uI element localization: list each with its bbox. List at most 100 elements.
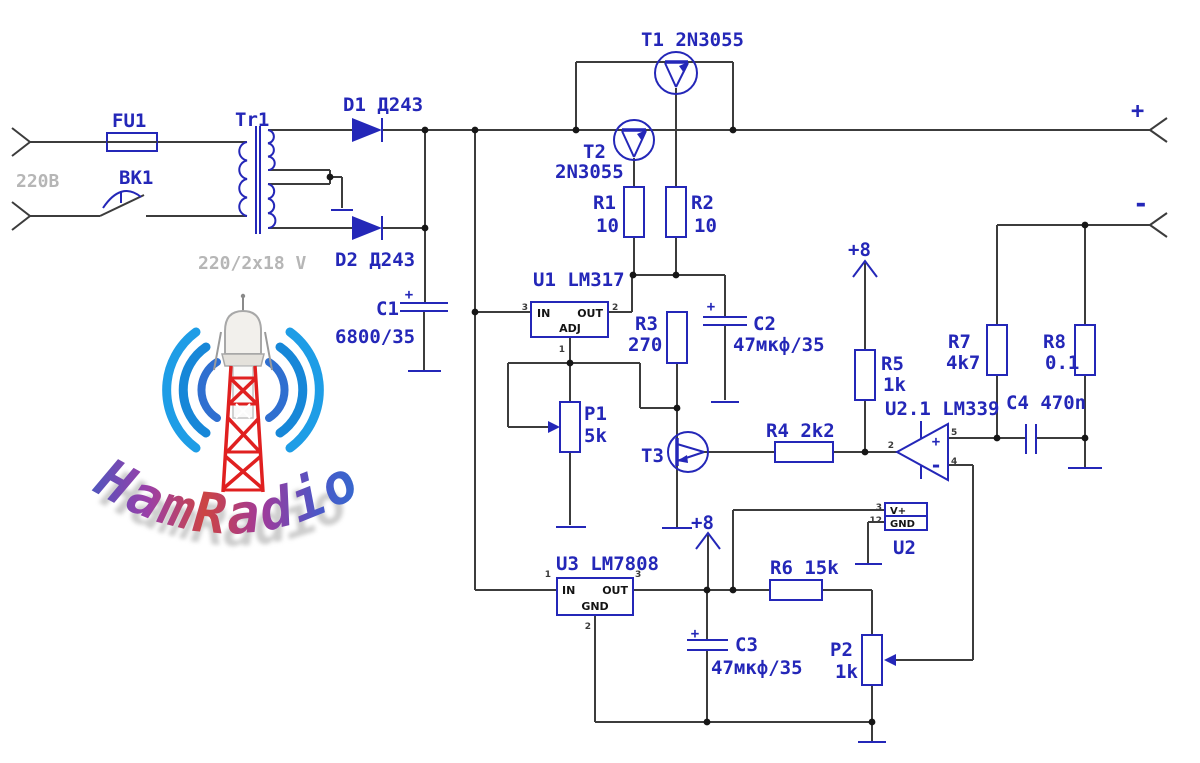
- resistor-body: [1074, 324, 1096, 376]
- signal-arcs-icon: [162, 327, 324, 453]
- transistor-circle: [654, 51, 698, 95]
- resistor-r3: R3 270: [628, 311, 688, 364]
- resistor-body: [769, 579, 823, 601]
- transformer-tr1: Tr1 220В 220/2x18 V: [16, 109, 307, 274]
- power-flag-plus8: +8: [691, 512, 714, 534]
- resistor-label: R6 15k: [770, 557, 839, 579]
- pot-body: [559, 401, 581, 453]
- resistor-label: R1: [593, 192, 616, 214]
- resistor-r6: R6 15k: [769, 557, 839, 601]
- pin-vplus-label: V+: [890, 506, 906, 517]
- cap-polarity: +: [405, 287, 413, 303]
- resistor-body: [986, 324, 1008, 376]
- cap-polarity: +: [691, 626, 699, 642]
- pin-adj-label: ADJ: [559, 322, 581, 335]
- resistor-label: R3: [635, 313, 658, 335]
- pin-number: 3: [635, 570, 641, 580]
- opamp-triangle: [894, 422, 949, 482]
- resistor-value: 10: [694, 215, 717, 237]
- ic-body: [530, 301, 609, 338]
- transistor-label: T2: [583, 141, 606, 163]
- cap-value: 6800/35: [335, 326, 415, 348]
- diode-label: D2 Д243: [335, 249, 415, 271]
- switch-label: BK1: [119, 167, 153, 189]
- pin-number: 2: [612, 303, 618, 313]
- ic-body: [556, 577, 634, 616]
- pot-body: [861, 634, 883, 686]
- output-terminals: + -: [1131, 99, 1149, 219]
- hamradio-logo: HamRadio HamRadio: [85, 293, 368, 558]
- comparator-u21: U2.1 LM339 + - 2 5 4: [885, 398, 999, 482]
- diode-label: D1 Д243: [343, 94, 423, 116]
- resistor-r2: R2 10: [665, 186, 717, 238]
- fuse-label: FU1: [112, 110, 146, 132]
- emitter-arrow: [637, 130, 646, 141]
- noninverting-input-sign: +: [932, 434, 940, 450]
- pin-gnd-label: GND: [581, 600, 608, 613]
- cap-polarity: +: [707, 299, 715, 315]
- resistor-value: 270: [628, 334, 662, 356]
- pot-value: 1k: [835, 661, 858, 683]
- resistor-value: 0.1: [1045, 352, 1079, 374]
- resistor-r7: R7 4k7: [946, 324, 1008, 376]
- emitter-arrow: [677, 455, 688, 463]
- pot-label: P1: [584, 403, 607, 425]
- wiper-arrow: [548, 421, 560, 433]
- resistor-label: R2: [691, 192, 714, 214]
- pin-number: 1: [559, 345, 565, 355]
- resistor-r5: R5 1k +8: [848, 239, 906, 401]
- ic-label: U2.1 LM339: [885, 398, 999, 420]
- pin-number: 1: [545, 570, 551, 580]
- cap-value: 47мкф/35: [711, 657, 803, 679]
- pin-number: 5: [951, 428, 957, 438]
- switch-bk1: BK1: [119, 167, 153, 189]
- emitter-arrow: [679, 62, 688, 73]
- regulator-u3: U3 LM7808 IN OUT GND 1 3 2 +8: [545, 512, 714, 632]
- pin-number: 12: [869, 516, 882, 526]
- component-symbol-strokes: [102, 62, 1102, 743]
- mains-voltage-label: 220В: [16, 171, 60, 192]
- pin-out-label: OUT: [602, 584, 628, 597]
- resistor-label: R4 2k2: [766, 420, 835, 442]
- resistor-value: 1k: [883, 374, 906, 396]
- ic-label: U3 LM7808: [556, 553, 659, 575]
- cap-label: C3: [735, 634, 758, 656]
- pin-number: 2: [585, 622, 591, 632]
- pin-gnd-label: GND: [890, 519, 915, 530]
- power-flag-plus8: +8: [848, 239, 871, 261]
- transistor-t3: T3: [641, 431, 709, 473]
- resistor-body: [854, 349, 876, 401]
- fuse-fu1: FU1: [106, 110, 158, 152]
- pin-number: 3: [522, 303, 528, 313]
- pin-number: 2: [888, 441, 894, 451]
- regulator-u1: U1 LM317 IN OUT ADJ 3 2 1: [522, 269, 625, 355]
- transistor-label: T3: [641, 445, 664, 467]
- junction-dots: [326, 126, 1089, 726]
- transistor-label: T1 2N3055: [641, 29, 744, 51]
- transistor-circle: [613, 119, 655, 161]
- resistor-r8: R8 0.1: [1043, 324, 1096, 376]
- cap-label: C4 470n: [1006, 392, 1086, 414]
- diode-symbol: [352, 216, 382, 240]
- resistor-body: [774, 441, 834, 463]
- transformer-spec-label: 220/2x18 V: [198, 253, 307, 274]
- diode-d2: D2 Д243: [335, 216, 415, 271]
- pin-number: 3: [876, 503, 882, 513]
- pin-number: 4: [951, 457, 957, 467]
- capacitor-c3: C3 47мкф/35 +: [691, 626, 803, 679]
- transistor-value: 2N3055: [555, 161, 624, 183]
- capacitor-c2: C2 47мкф/35 +: [707, 299, 825, 356]
- resistor-body: [665, 186, 687, 238]
- resistor-label: R8: [1043, 331, 1066, 353]
- capacitor-c1: C1 6800/35 +: [335, 287, 415, 348]
- cap-label: C2: [753, 313, 776, 335]
- cap-value: 47мкф/35: [733, 334, 825, 356]
- resistor-body: [623, 186, 645, 238]
- resistor-body: [666, 311, 688, 364]
- capacitor-c4: C4 470n: [1006, 392, 1086, 414]
- pin-in-label: IN: [537, 307, 550, 320]
- resistor-label: R5: [881, 353, 904, 375]
- resistor-value: 10: [596, 215, 619, 237]
- transistor-t2: T2 2N3055: [555, 119, 655, 183]
